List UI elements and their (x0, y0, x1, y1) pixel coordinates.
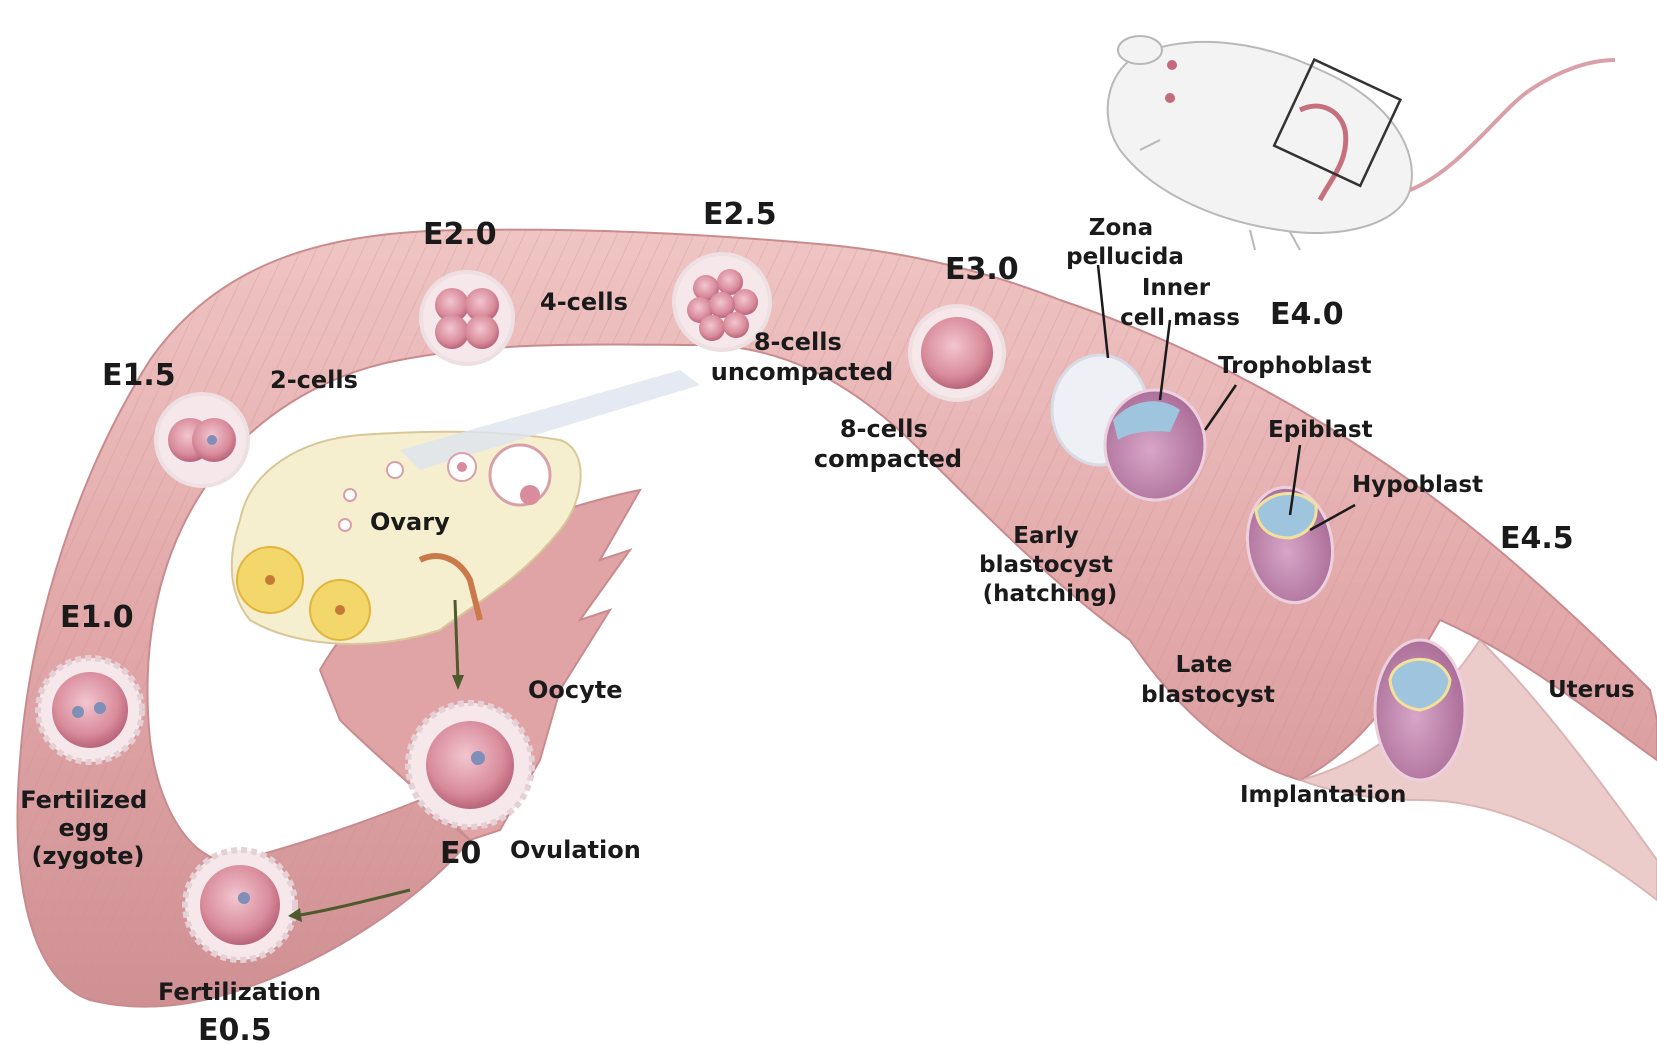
label-uterus: Uterus (1548, 677, 1635, 703)
embryo-oocyte (408, 703, 532, 827)
embryo-implantation (1375, 640, 1465, 780)
label-fertilization: Fertilization (158, 978, 321, 1006)
label-oocyte: Oocyte (528, 676, 623, 704)
stage-label-e45: E4.5 (1500, 521, 1574, 556)
label-ovary: Ovary (370, 508, 450, 536)
label-ovulation: Ovulation (510, 836, 641, 864)
stage-label-e40: E4.0 (1270, 297, 1344, 332)
embryo-8-cells-compacted (910, 306, 1004, 400)
embryo-2-cells (156, 394, 248, 486)
label-hypoblast: Hypoblast (1352, 472, 1483, 498)
label-implantation: Implantation (1240, 782, 1406, 808)
stage-label-e15: E1.5 (102, 358, 176, 393)
label-epiblast: Epiblast (1268, 417, 1373, 443)
stage-label-e20: E2.0 (423, 217, 497, 252)
mouse-illustration-icon (1108, 36, 1615, 250)
label-inner-cell-mass: Inner cell mass (1120, 275, 1240, 331)
stage-label-e10: E1.0 (60, 600, 134, 635)
label-4-cells: 4-cells (540, 288, 628, 316)
label-trophoblast: Trophoblast (1218, 353, 1372, 379)
embryo-4-cells (421, 272, 513, 364)
stage-label-e0: E0 (440, 836, 481, 871)
stage-label-e25: E2.5 (703, 197, 777, 232)
label-zona-pellucida: Zona pellucida (1066, 215, 1184, 270)
stage-label-e05: E0.5 (198, 1013, 272, 1044)
stage-label-e30: E3.0 (945, 252, 1019, 287)
embryo-zygote (38, 658, 142, 762)
label-2-cells: 2-cells (270, 366, 358, 394)
